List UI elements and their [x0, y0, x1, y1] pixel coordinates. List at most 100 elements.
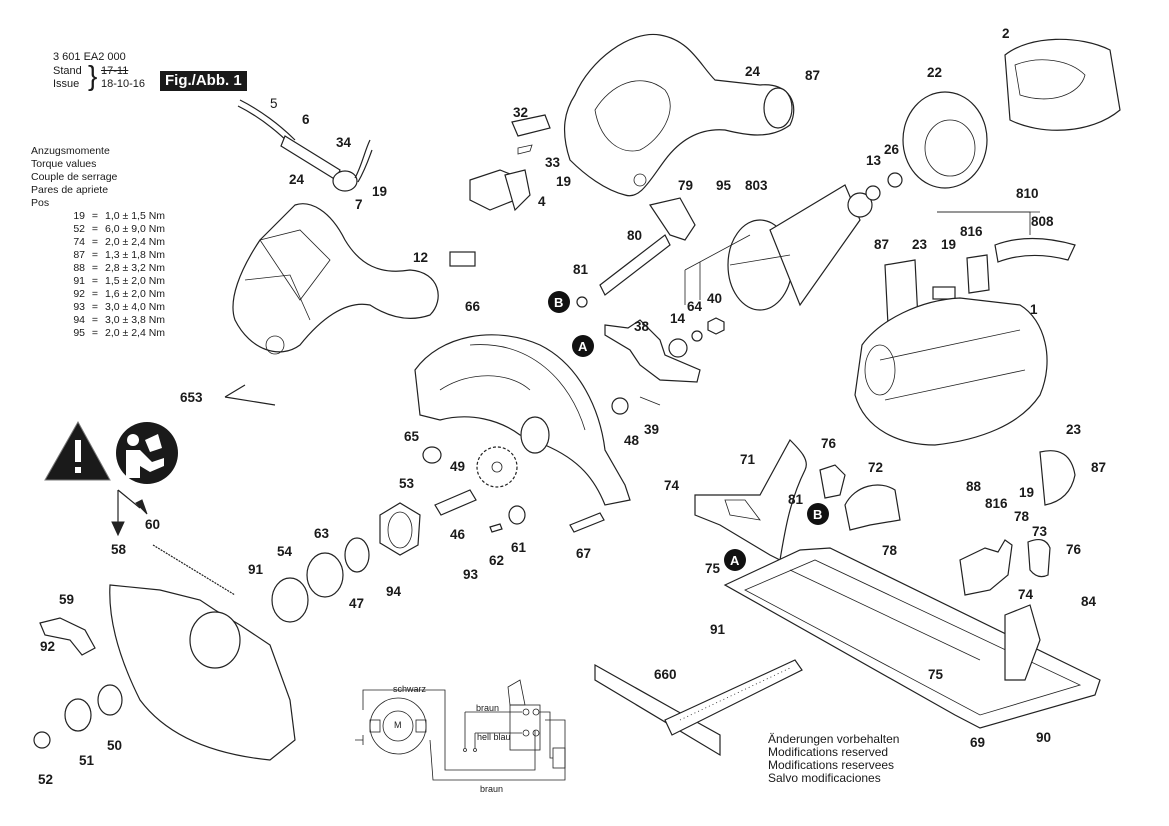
- guard-lever: [39, 617, 96, 656]
- part-label: 92: [40, 639, 56, 654]
- part-label: 87: [874, 237, 890, 252]
- part-label: 78: [1014, 509, 1030, 524]
- wing-knob-76: [819, 464, 846, 499]
- part-label: 90: [1036, 730, 1052, 745]
- part-label: 12: [413, 250, 429, 265]
- brush-cover: [1039, 450, 1076, 506]
- part-number: 3 601 EA2 000: [53, 51, 126, 63]
- hex-key: [224, 384, 276, 406]
- wire-label-black: schwarz: [393, 684, 427, 694]
- wire-label-brown-top: braun: [476, 703, 500, 713]
- part-label: 60: [145, 517, 161, 532]
- stand-value: 17-11: [101, 65, 129, 77]
- part-label: 7: [355, 197, 363, 212]
- torque-title-es: Pares de apriete: [31, 184, 109, 196]
- part-label: 49: [450, 459, 466, 474]
- upper-blade-guard: [414, 334, 631, 506]
- washer-13: [865, 185, 881, 201]
- gear-wheel: [476, 446, 518, 488]
- part-label: 66: [465, 299, 481, 314]
- knob-65: [422, 446, 442, 464]
- part-label: 74: [664, 478, 680, 493]
- warning-triangle-icon: [44, 420, 111, 481]
- part-label: 47: [349, 596, 365, 611]
- note-de: Änderungen vorbehalten: [768, 732, 900, 746]
- part-label: 80: [627, 228, 643, 243]
- part-label: 48: [624, 433, 640, 448]
- torque-row: 87=1,3 ± 1,8 Nm: [73, 249, 166, 261]
- svg-text:A: A: [730, 553, 740, 568]
- part-label: 38: [634, 319, 650, 334]
- handle-housing-left: [232, 203, 439, 355]
- part-label: 76: [1066, 542, 1082, 557]
- arrows-to-guard: [111, 489, 148, 537]
- washer-48: [611, 397, 629, 415]
- part-label: 94: [386, 584, 402, 599]
- part-label: 23: [912, 237, 928, 252]
- part-label: 73: [1032, 524, 1048, 539]
- part-label: 2: [1002, 26, 1010, 41]
- torque-row: 95=2,0 ± 2,4 Nm: [73, 327, 166, 339]
- note-es: Salvo modificaciones: [768, 771, 881, 785]
- part-label: 40: [707, 291, 723, 306]
- part-label: 84: [1081, 594, 1097, 609]
- issue-label: Issue: [53, 78, 80, 90]
- torque-row: 94=3,0 ± 3,8 Nm: [73, 314, 166, 326]
- note-en: Modifications reserved: [768, 745, 889, 759]
- part-label: 34: [336, 135, 352, 150]
- motor-symbol-label: M: [394, 720, 402, 730]
- part-label: 93: [463, 567, 479, 582]
- part-label: 803: [745, 178, 768, 193]
- part-label: 816: [960, 224, 983, 239]
- part-label: 67: [576, 546, 592, 561]
- part-label: 816: [985, 496, 1008, 511]
- part-label: 22: [927, 65, 943, 80]
- flange-50: [97, 684, 123, 716]
- part-label: 19: [372, 184, 388, 199]
- part-label: 33: [545, 155, 561, 170]
- part-label: 810: [1016, 186, 1039, 201]
- part-label: 4: [538, 194, 546, 209]
- part-label: 653: [180, 390, 203, 405]
- lever-and-pin: [576, 197, 696, 308]
- part-label: 24: [745, 64, 761, 79]
- torque-row: 52=6,0 ± 9,0 Nm: [73, 223, 166, 235]
- part-label: 46: [450, 527, 466, 542]
- torque-title-fr: Couple de serrage: [31, 171, 118, 183]
- stand-label: Stand: [53, 65, 82, 77]
- part-label: 808: [1031, 214, 1054, 229]
- bearing-cover: [902, 91, 988, 189]
- part-label: 59: [59, 592, 75, 607]
- lower-blade-guard: [109, 584, 296, 761]
- washer-14: [668, 338, 688, 358]
- wire-label-brown-bottom: braun: [480, 784, 504, 794]
- carbon-brush: [449, 251, 476, 267]
- part-label: 1: [1030, 302, 1038, 317]
- torque-row: 88=2,8 ± 3,2 Nm: [73, 262, 166, 274]
- gear-housing-upper: [564, 33, 795, 197]
- part-label: 87: [1091, 460, 1107, 475]
- modifications-note: Änderungen vorbehalten Modifications res…: [768, 733, 899, 785]
- part-label: 87: [805, 68, 821, 83]
- part-label: 54: [277, 544, 293, 559]
- svg-text:B: B: [554, 295, 563, 310]
- spindle-assembly: [271, 489, 605, 623]
- part-label: 72: [868, 460, 884, 475]
- ring-26: [887, 172, 903, 188]
- part-label: 58: [111, 542, 127, 557]
- part-label: 24: [289, 172, 305, 187]
- part-label: 51: [79, 753, 95, 768]
- part-label: 62: [489, 553, 505, 568]
- part-label: 91: [248, 562, 264, 577]
- callout-b-1: B: [548, 291, 570, 313]
- bracket-73: [959, 539, 1013, 596]
- group-803-bracket: [684, 234, 751, 305]
- svg-text:A: A: [578, 339, 588, 354]
- part-label: 13: [866, 153, 882, 168]
- motor-housing: [854, 297, 1048, 446]
- part-label: 75: [705, 561, 721, 576]
- spring-bracket: [604, 319, 701, 383]
- field-coil: [1004, 38, 1121, 131]
- wing-knob-76b: [1027, 538, 1051, 578]
